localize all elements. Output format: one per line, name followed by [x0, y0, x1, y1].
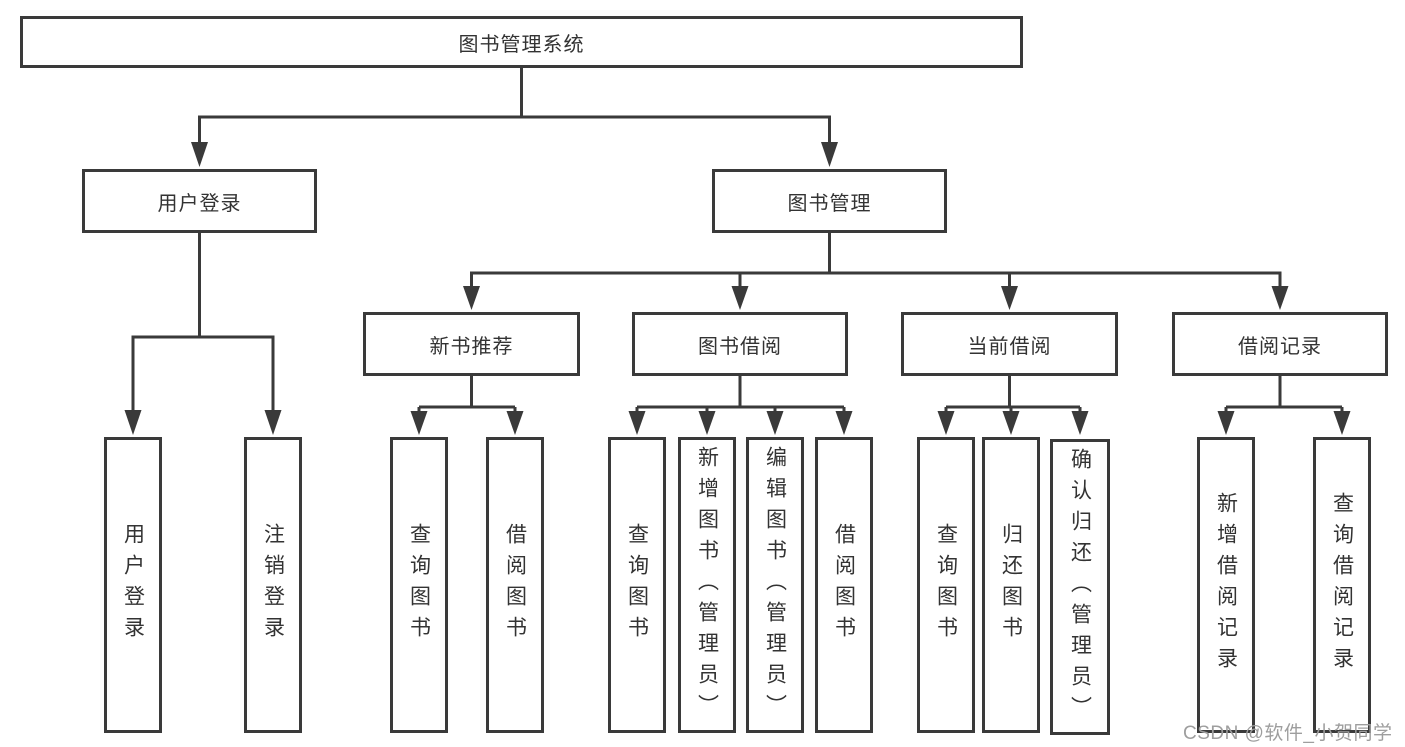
node-borrow-records: 借阅记录	[1172, 312, 1388, 376]
arrowheads	[124, 142, 1351, 435]
node-new-book-recommend: 新书推荐	[363, 312, 580, 376]
leaf-logout-login: 注销登录	[244, 437, 302, 733]
node-current-borrow: 当前借阅	[901, 312, 1118, 376]
leaf-add-borrow-record: 新增借阅记录	[1197, 437, 1255, 733]
leaf-edit-books-admin: 编辑图书（管理员）	[746, 437, 804, 733]
leaf-borrow-borrow-books: 借阅图书	[815, 437, 873, 733]
leaf-add-books-admin: 新增图书（管理员）	[678, 437, 736, 733]
leaf-confirm-return-admin: 确认归还（管理员）	[1050, 439, 1110, 735]
node-book-management-system: 图书管理系统	[20, 16, 1023, 68]
leaf-borrow-query-books: 查询图书	[608, 437, 666, 733]
node-user-login: 用户登录	[82, 169, 317, 233]
leaf-return-books: 归还图书	[982, 437, 1040, 733]
leaf-newbook-borrow-books: 借阅图书	[486, 437, 544, 733]
csdn-watermark: CSDN @软件_小贺同学	[1183, 723, 1393, 744]
leaf-user-login: 用户登录	[104, 437, 162, 733]
node-book-management: 图书管理	[712, 169, 947, 233]
node-book-borrow: 图书借阅	[632, 312, 848, 376]
leaf-query-borrow-record: 查询借阅记录	[1313, 437, 1371, 733]
leaf-current-query-books: 查询图书	[917, 437, 975, 733]
leaf-newbook-query-books: 查询图书	[390, 437, 448, 733]
